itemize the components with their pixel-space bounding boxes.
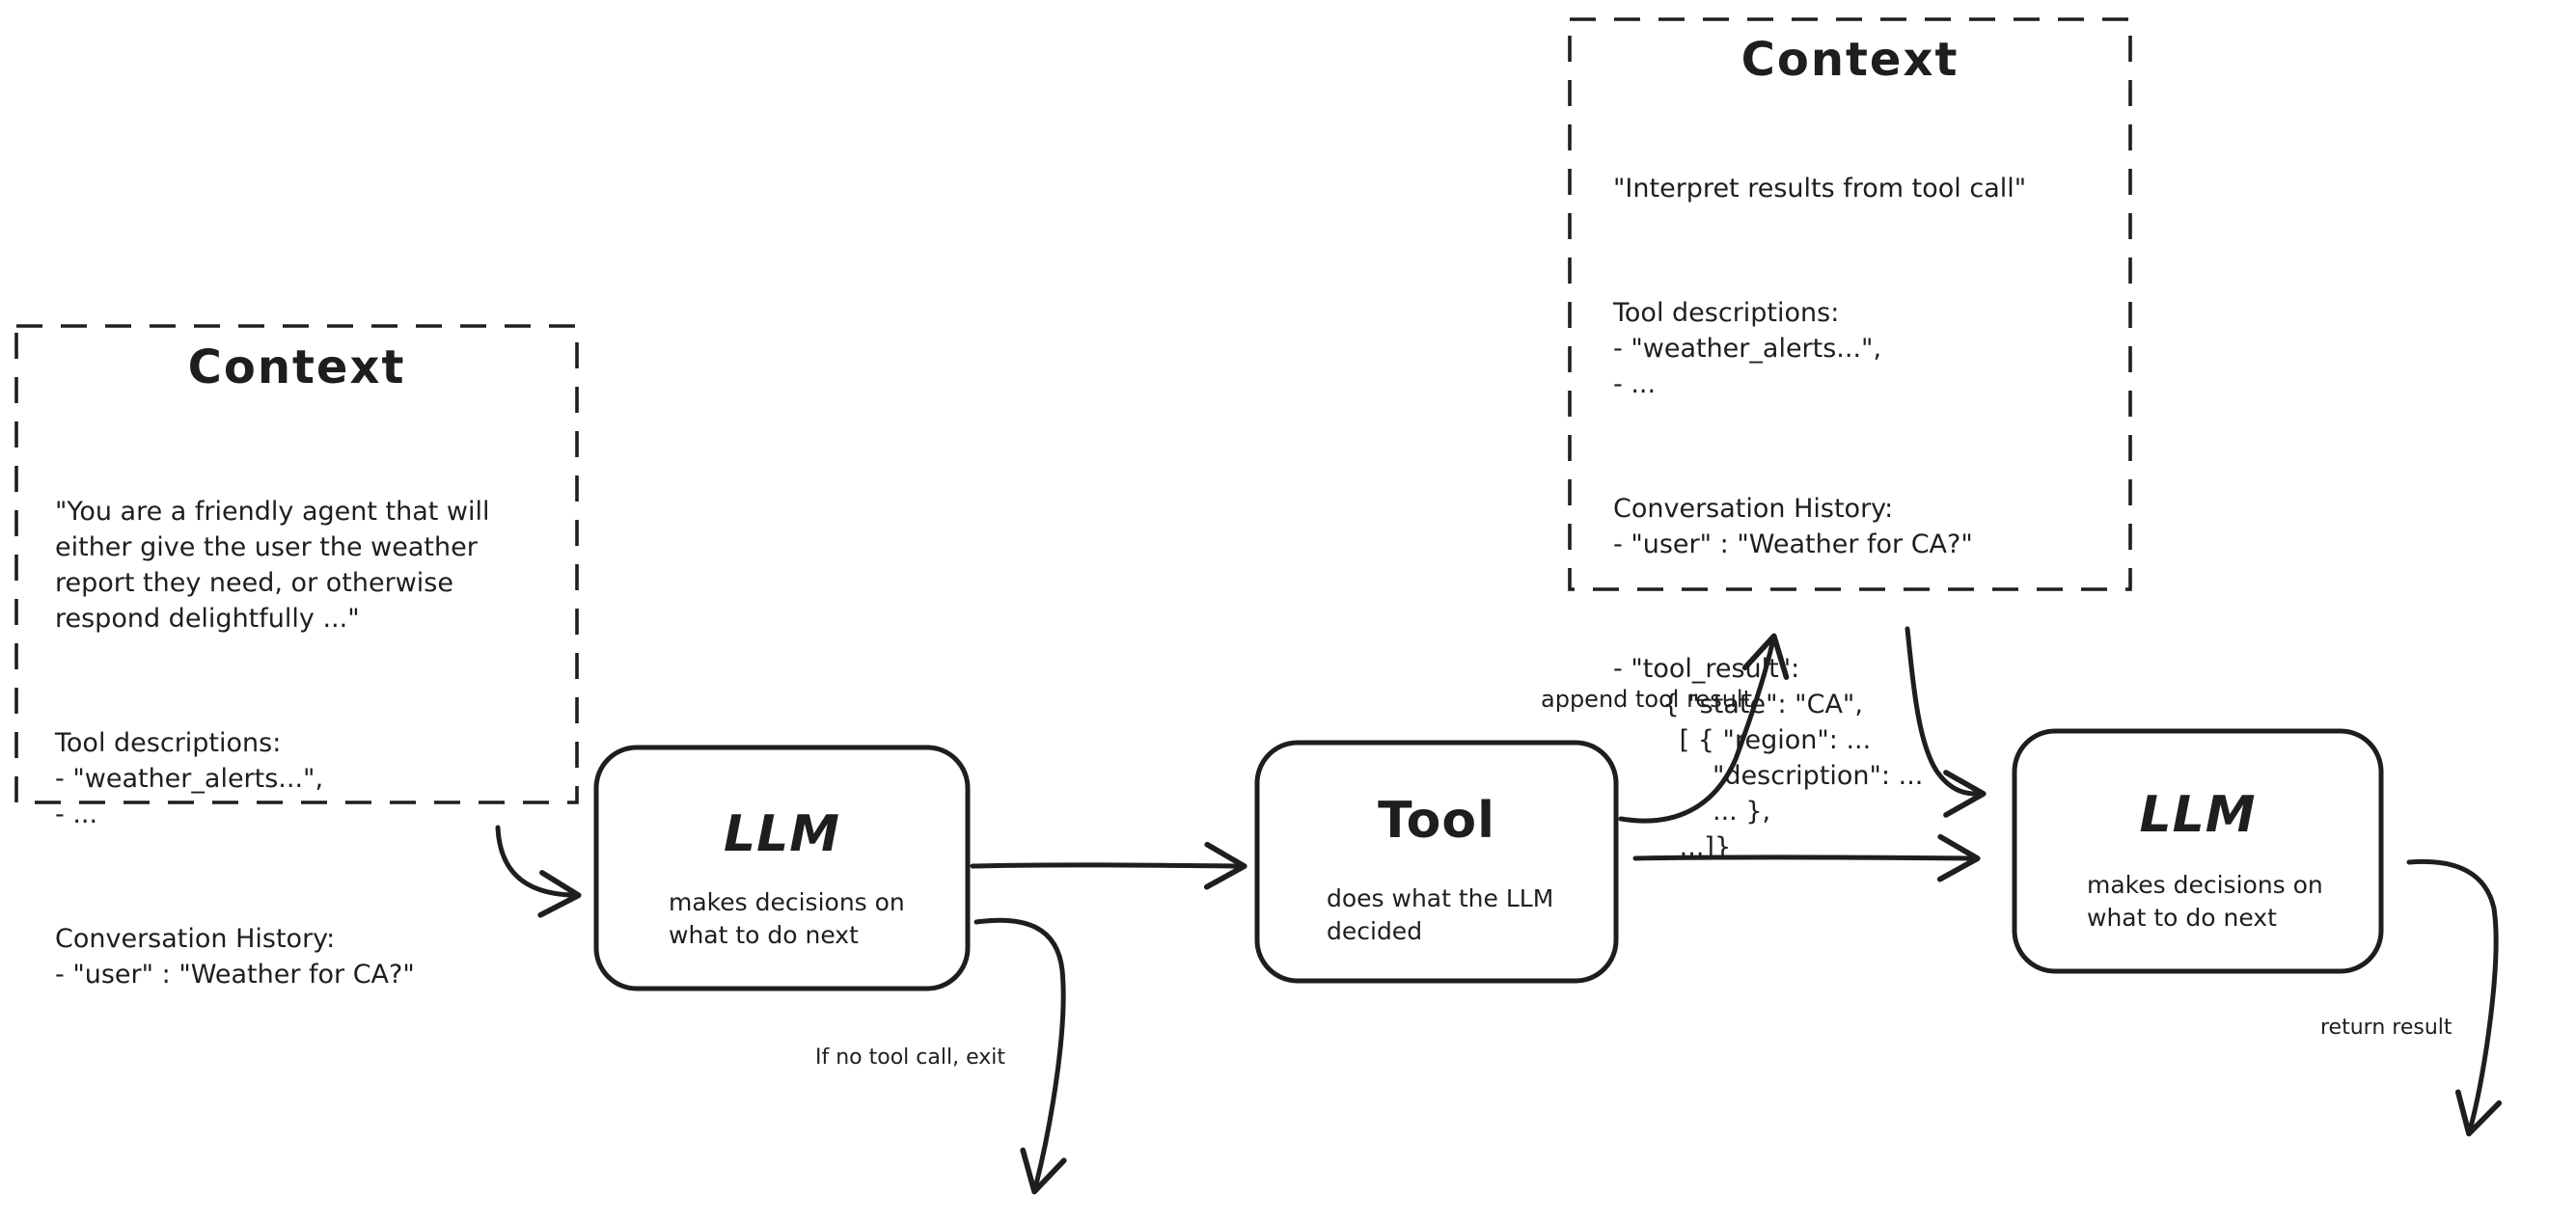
context-right-system-prompt: "Interpret results from tool call": [1613, 174, 2027, 204]
context-left-title: Context: [187, 340, 406, 394]
return-result-label: return result: [2320, 1016, 2453, 1040]
tool-box: [1254, 740, 1619, 984]
llm1-title: LLM: [723, 805, 840, 863]
llm1-subtitle: makes decisions on what to do next: [669, 888, 905, 949]
llm2-title: LLM: [2139, 786, 2257, 844]
context-right-tool-descriptions: Tool descriptions: - "weather_alerts..."…: [1613, 298, 1882, 399]
arrow-llm1-exit: [973, 917, 1067, 1195]
context-left-body: "You are a friendly agent that will eith…: [55, 422, 566, 1064]
arrow-context-left-to-llm1: [495, 825, 582, 918]
llm2-box: [2012, 728, 2384, 974]
if-no-tool-call-exit-label: If no tool call, exit: [815, 1045, 1005, 1070]
context-right-conversation-history: Conversation History: - "user" : "Weathe…: [1613, 494, 1973, 559]
arrow-tool-to-context-right: [1618, 633, 1790, 824]
arrow-llm1-to-tool: [970, 841, 1247, 890]
context-left-system-prompt: "You are a friendly agent that will eith…: [55, 497, 490, 634]
llm2-subtitle: makes decisions on what to do next: [2087, 871, 2323, 932]
context-left-box: [14, 324, 579, 804]
arrow-tool-to-llm2: [1632, 833, 1981, 882]
llm1-box: [593, 745, 971, 991]
context-right-title: Context: [1740, 33, 1959, 87]
context-left-conversation-history: Conversation History: - "user" : "Weathe…: [55, 924, 415, 990]
arrow-llm2-return: [2406, 858, 2503, 1137]
context-right-box: [1568, 17, 2132, 591]
context-right-tool-result: - "tool_result": { "state": "CA", [ { "r…: [1613, 654, 1924, 862]
arrow-context-right-to-llm2: [1905, 626, 1987, 818]
context-left-tool-descriptions: Tool descriptions: - "weather_alerts..."…: [55, 728, 324, 829]
tool-title: Tool: [1378, 792, 1495, 850]
context-right-body: "Interpret results from tool call" Tool …: [1613, 99, 2120, 936]
append-tool-result-label: append tool result: [1541, 686, 1752, 713]
tool-subtitle: does what the LLM decided: [1327, 884, 1554, 945]
